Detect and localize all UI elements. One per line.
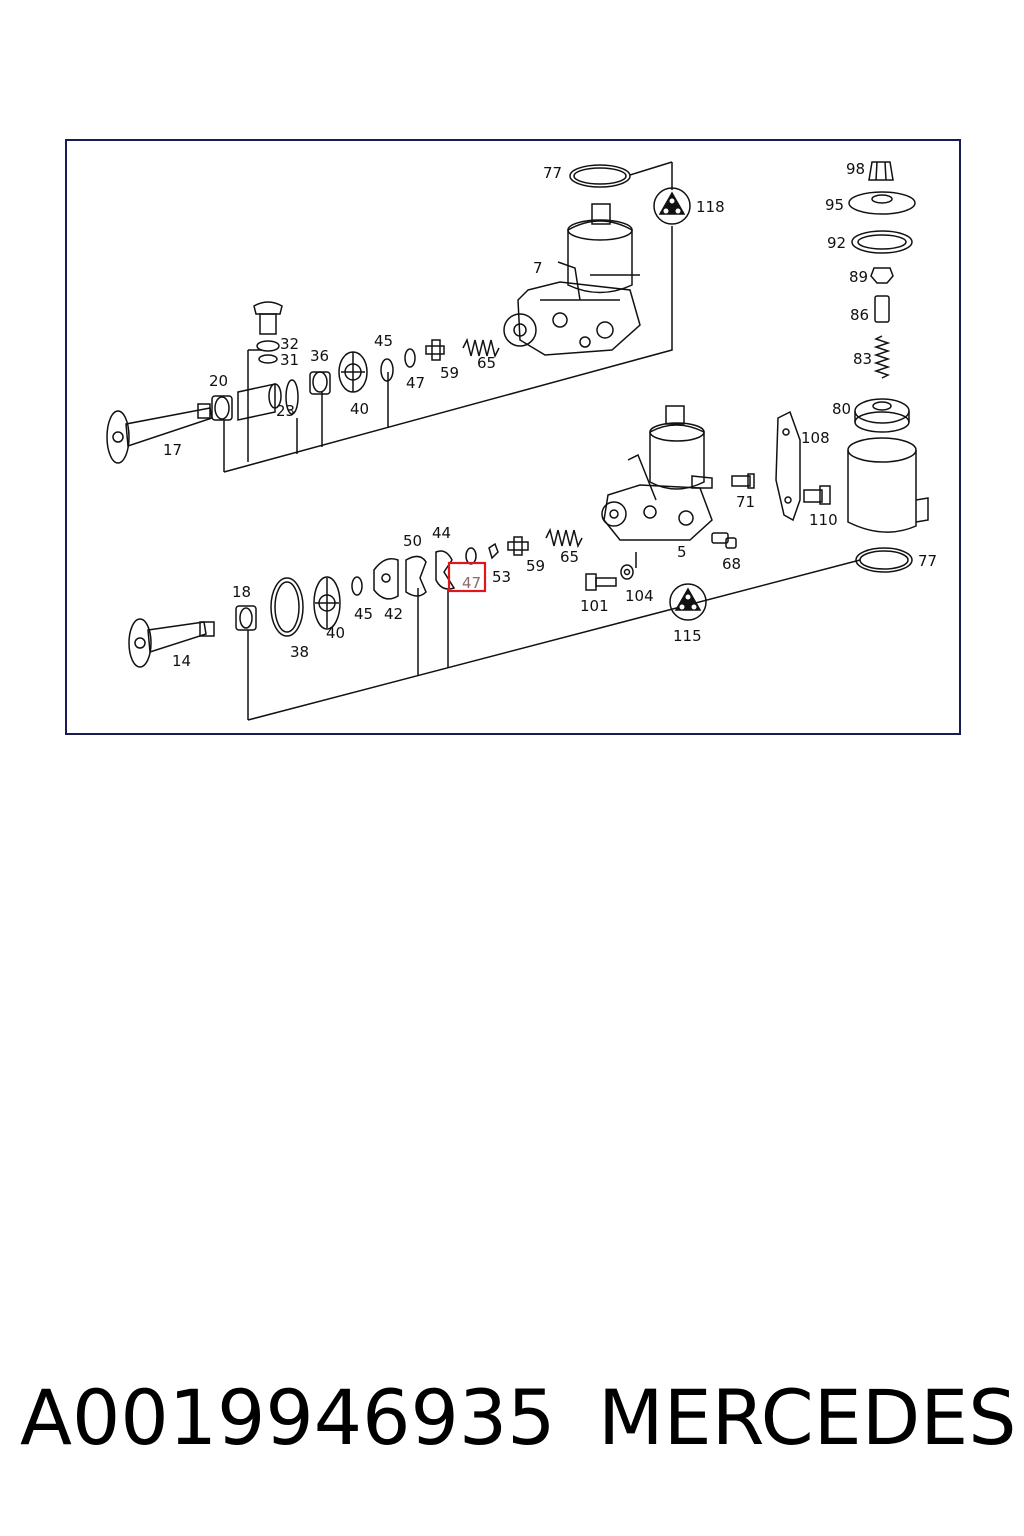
part-labels: 77 118 7 32 31 36 45 47 59 65 20 23 40 1… (163, 160, 937, 670)
label-45-top: 45 (374, 332, 393, 350)
label-95: 95 (825, 196, 844, 214)
label-65-top: 65 (477, 354, 496, 372)
label-38: 38 (290, 643, 309, 661)
label-65-bottom: 65 (560, 548, 579, 566)
label-77-top: 77 (543, 164, 562, 182)
label-59-bottom: 59 (526, 557, 545, 575)
label-86: 86 (850, 306, 869, 324)
upper-assembly (106, 161, 691, 473)
label-101: 101 (580, 597, 609, 615)
label-5: 5 (677, 543, 687, 561)
kit-118-icon (653, 187, 691, 225)
label-45-bottom: 45 (354, 605, 373, 623)
label-50: 50 (403, 532, 422, 550)
label-53: 53 (492, 568, 511, 586)
label-59-top: 59 (440, 364, 459, 382)
shaft-17-illustration (106, 403, 213, 464)
label-98: 98 (846, 160, 865, 178)
label-42: 42 (384, 605, 403, 623)
brand-text: MERCEDES (598, 1373, 1017, 1462)
label-44: 44 (432, 524, 451, 542)
label-80: 80 (832, 400, 851, 418)
highlight-box-47[interactable] (447, 561, 487, 593)
label-89: 89 (849, 268, 868, 286)
label-71: 71 (736, 493, 755, 511)
label-108: 108 (801, 429, 830, 447)
kit-115-icon (669, 583, 707, 621)
label-23: 23 (276, 402, 295, 420)
label-47-top: 47 (406, 374, 425, 392)
label-115: 115 (673, 627, 702, 645)
label-47-highlighted: 47 (462, 574, 481, 592)
pump-7-illustration (503, 203, 641, 356)
label-40-bottom: 40 (326, 624, 345, 642)
label-92: 92 (827, 234, 846, 252)
label-17: 17 (163, 441, 182, 459)
label-31: 31 (280, 351, 299, 369)
caption-bar: A0019946935 MERCEDES (0, 1368, 1024, 1478)
diagram-border (65, 139, 961, 735)
parts-diagram: 77 118 7 32 31 36 45 47 59 65 20 23 40 1… (0, 0, 1024, 760)
label-40-top: 40 (350, 400, 369, 418)
label-110: 110 (809, 511, 838, 529)
label-68: 68 (722, 555, 741, 573)
leader-line-upper (223, 226, 673, 473)
shaft-14-illustration (128, 618, 215, 668)
label-7: 7 (533, 259, 543, 277)
pump-5-illustration (601, 405, 713, 541)
lower-assembly (128, 405, 861, 721)
leader-line-lower (247, 559, 861, 721)
part-number-text: A0019946935 (20, 1373, 556, 1462)
label-83: 83 (853, 350, 872, 368)
label-118: 118 (696, 198, 725, 216)
label-20: 20 (209, 372, 228, 390)
label-14: 14 (172, 652, 191, 670)
label-18: 18 (232, 583, 251, 601)
reservoir-assembly (731, 161, 929, 573)
label-104: 104 (625, 587, 654, 605)
label-32: 32 (280, 335, 299, 353)
label-36: 36 (310, 347, 329, 365)
label-77-bottom: 77 (918, 552, 937, 570)
